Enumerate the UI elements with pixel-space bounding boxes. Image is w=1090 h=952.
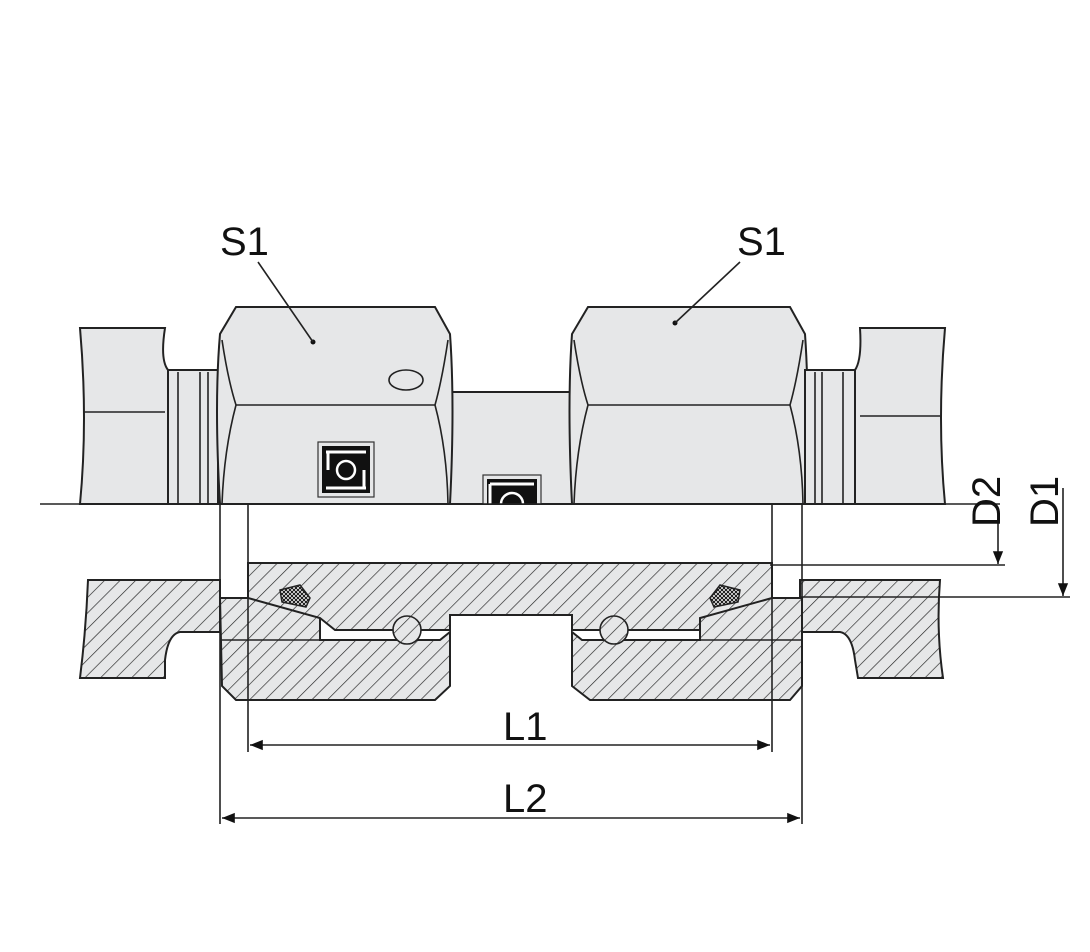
left-nut xyxy=(216,306,454,505)
d2-label: D2 xyxy=(965,476,1009,527)
symbol-left xyxy=(317,441,375,498)
right-pipe-stub xyxy=(804,327,947,505)
left-pipe-stub xyxy=(78,327,219,505)
s1-left-label: S1 xyxy=(220,220,269,264)
section-view xyxy=(78,562,945,701)
right-nut xyxy=(568,306,809,505)
l1-label: L1 xyxy=(503,705,548,749)
dimension-lines xyxy=(219,261,1070,824)
symbol-middle xyxy=(482,474,542,505)
d1-label: D1 xyxy=(1023,476,1067,527)
l2-label: L2 xyxy=(503,777,548,821)
s1-right-label: S1 xyxy=(737,220,786,264)
